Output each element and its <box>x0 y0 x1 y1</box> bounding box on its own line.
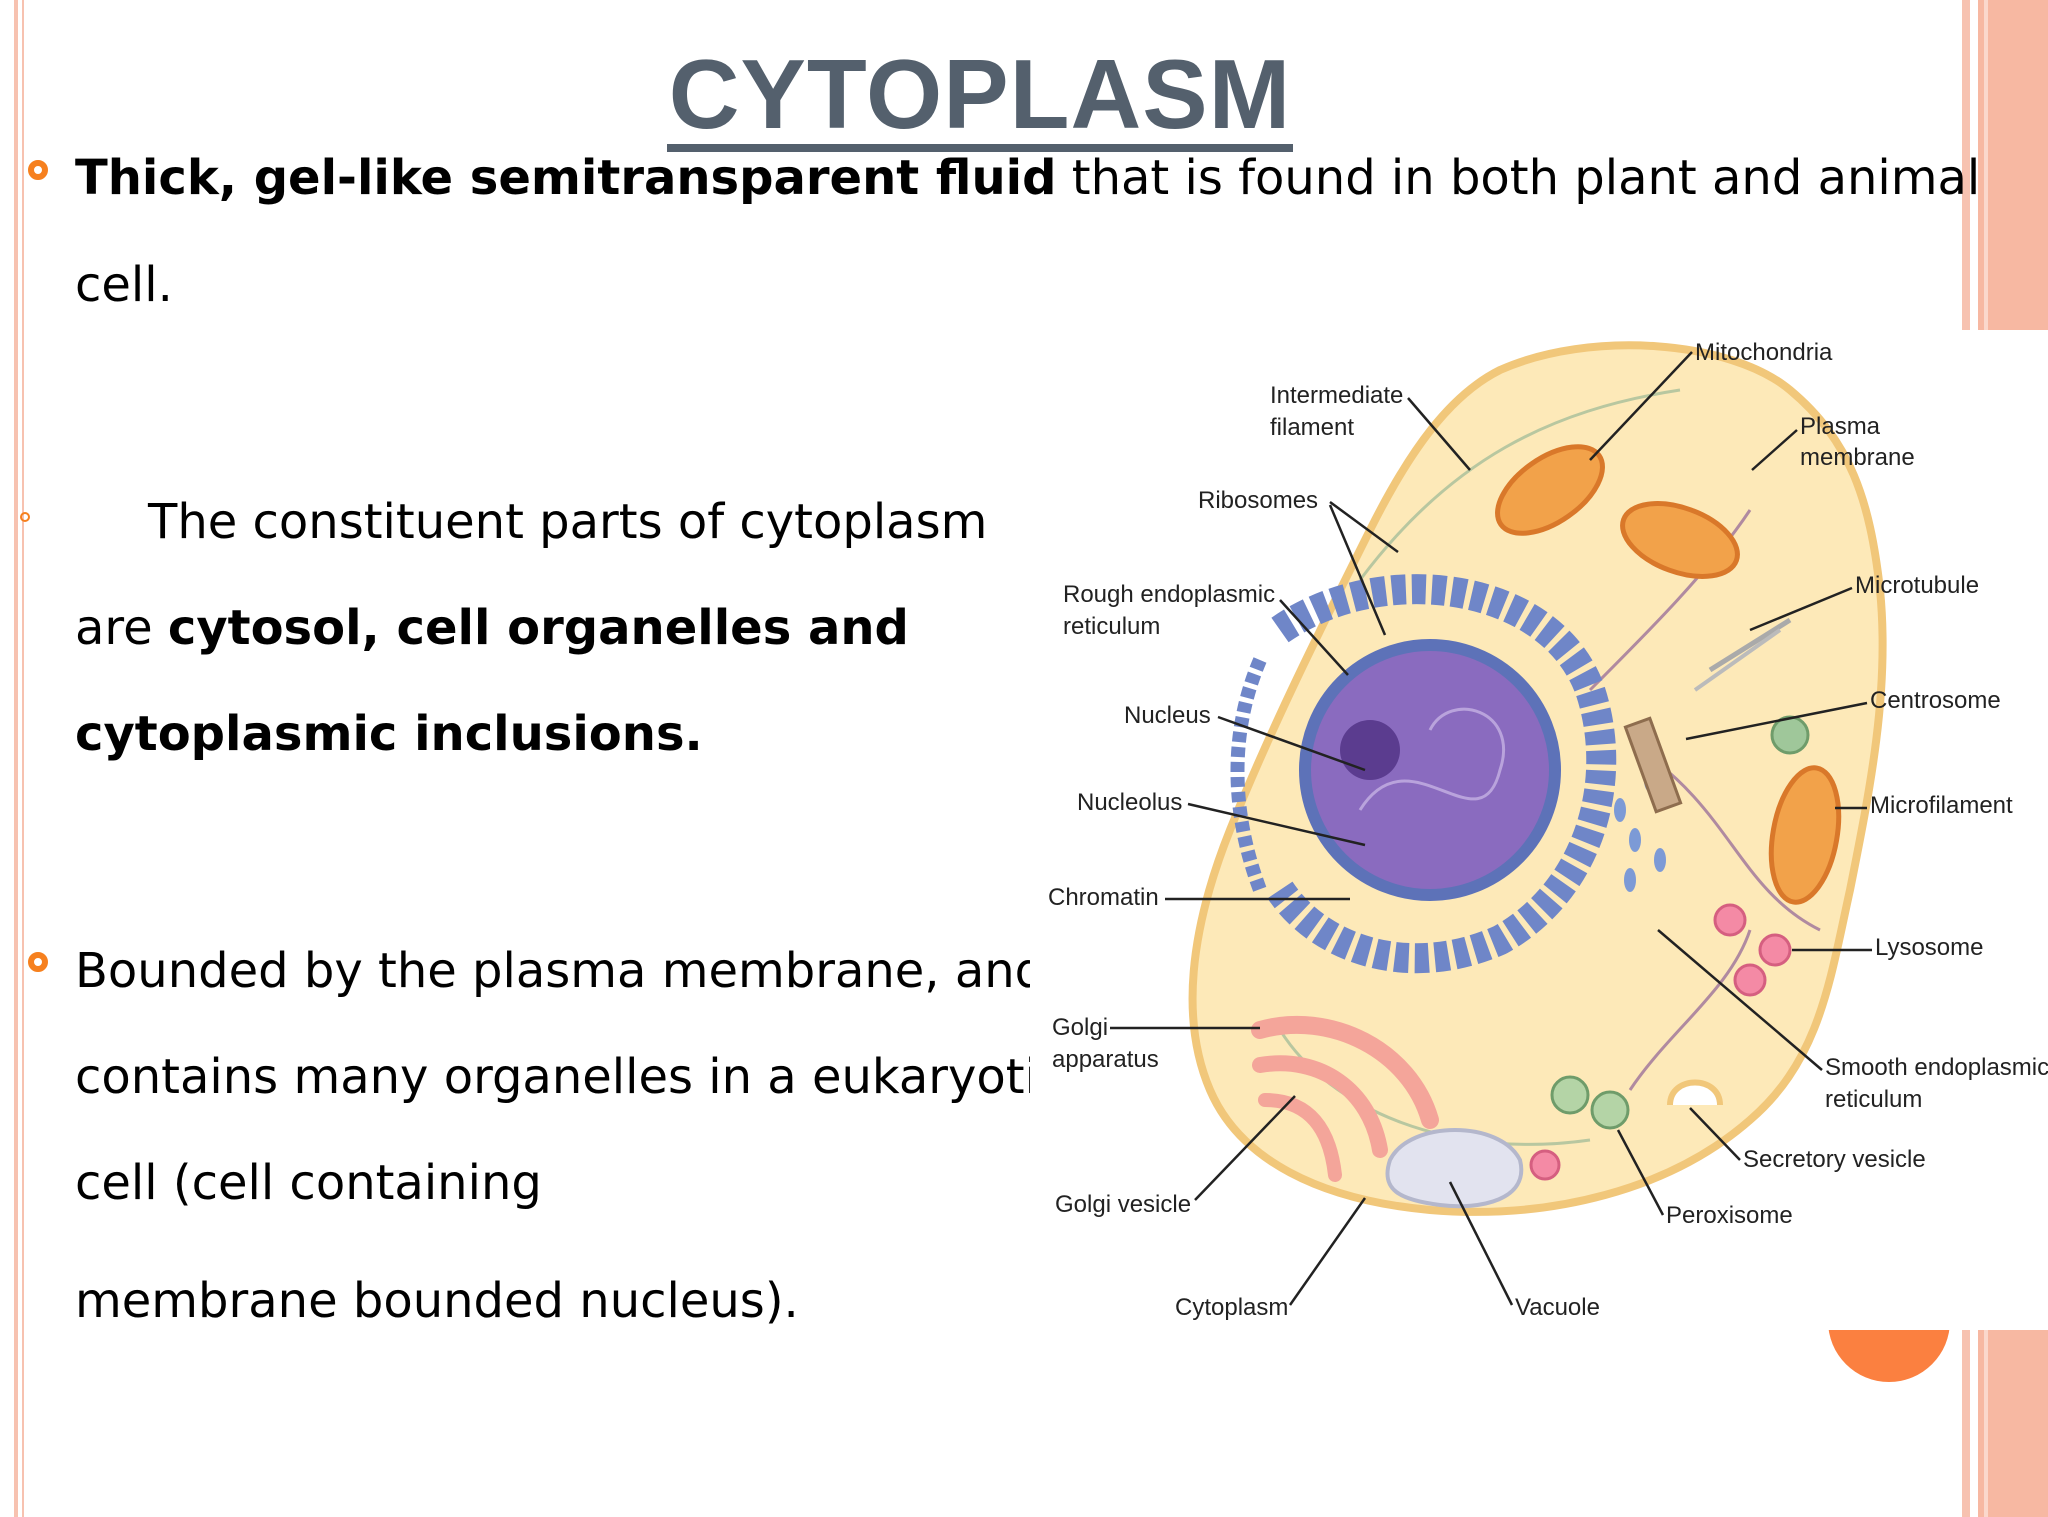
label-microfilament: Microfilament <box>1870 792 2013 819</box>
microtubule-line <box>1708 617 1792 673</box>
leader-line-centrosome <box>1685 701 1868 741</box>
centrosome-vesicle-shape <box>1770 715 1810 755</box>
bullet-1-line-1: Thick, gel-like semitransparent fluid th… <box>75 150 1980 206</box>
peroxisome-shape <box>1590 1090 1630 1130</box>
mitochondrion-shape <box>1495 444 1605 536</box>
label-plasma-membrane-2: membrane <box>1800 444 1915 471</box>
leader-line-nucleolus <box>1187 802 1366 847</box>
bullet-1-bold: Thick, gel-like semitransparent fluid <box>75 150 1057 206</box>
bullet-2-line-2: are cytosol, cell organelles and <box>75 600 909 656</box>
animal-cell-diagram: Mitochondria Intermediate filament Plasm… <box>1030 330 2048 1330</box>
lysosome-shape <box>1733 963 1767 997</box>
label-plasma-membrane-1: Plasma <box>1800 413 1881 440</box>
centrosome-shape <box>1623 716 1683 814</box>
lysosome-shape <box>1758 933 1792 967</box>
golgi-apparatus-shape <box>1258 1093 1342 1182</box>
bullet-3-line-2: contains many organelles in a eukaryotic <box>75 1049 1065 1105</box>
leader-line-golgi-vesicle <box>1194 1095 1296 1201</box>
leader-line-cytoplasm <box>1288 1197 1367 1306</box>
label-intermediate-filament-1: Intermediate <box>1270 382 1403 409</box>
pink-vesicle-shape <box>1529 1149 1561 1181</box>
label-mitochondria: Mitochondria <box>1695 339 1833 366</box>
vacuole-shape <box>1385 1128 1524 1209</box>
filament-line <box>1358 388 1681 581</box>
slide-title: CYTOPLASM <box>0 38 1960 152</box>
microfilament-line <box>1588 509 1752 692</box>
left-border-line <box>14 0 18 1517</box>
label-nucleus: Nucleus <box>1124 702 1211 729</box>
label-microtubule: Microtubule <box>1855 572 1979 599</box>
label-golgi-2: apparatus <box>1052 1046 1159 1073</box>
nucleolus-shape <box>1340 720 1400 780</box>
label-centrosome: Centrosome <box>1870 687 2001 714</box>
microtubule-line <box>1693 628 1782 692</box>
nucleus-shape <box>1299 639 1561 901</box>
bullet-marker <box>28 160 48 180</box>
bullet-2-bold-2: cytoplasmic inclusions. <box>75 706 703 762</box>
bullet-2-bold-1: cytosol, cell organelles and <box>167 600 909 656</box>
bullet-3-line-1: Bounded by the plasma membrane, and <box>75 943 1046 999</box>
label-secretory-vesicle: Secretory vesicle <box>1743 1146 1926 1173</box>
mitochondrion-shape <box>1620 501 1740 579</box>
leader-line-ribosomes-1 <box>1329 500 1399 554</box>
chromatin-shape <box>1358 707 1505 811</box>
bullet-2-line-3: cytoplasmic inclusions. <box>75 706 703 762</box>
label-golgi-vesicle: Golgi vesicle <box>1055 1191 1191 1218</box>
label-peroxisome: Peroxisome <box>1666 1202 1793 1229</box>
rough-er-shape <box>1267 574 1617 974</box>
label-cytoplasm: Cytoplasm <box>1175 1294 1288 1321</box>
bullet-3-line-3: cell (cell containing <box>75 1155 542 1211</box>
label-intermediate-filament-2: filament <box>1270 414 1354 441</box>
leader-line-nucleus <box>1217 715 1366 772</box>
leader-line-peroxisome <box>1616 1129 1665 1216</box>
label-ribosomes: Ribosomes <box>1198 487 1318 514</box>
leader-line-ribosomes-2 <box>1328 504 1387 636</box>
leader-line-vacuole <box>1448 1181 1514 1306</box>
bullet-1-rest: that is found in both plant and animal <box>1056 150 1981 206</box>
secretory-vesicle-shape <box>1667 1079 1723 1106</box>
label-smooth-er-1: Smooth endoplasmic <box>1825 1054 2048 1081</box>
bullet-2-prefix: are <box>75 600 168 656</box>
bullet-marker <box>28 952 48 972</box>
leader-line-plasma-membrane <box>1751 429 1798 471</box>
peroxisome-shape <box>1550 1075 1590 1115</box>
leader-line-mitochondria <box>1589 351 1693 461</box>
bullet-2-line-1: The constituent parts of cytoplasm <box>148 494 988 550</box>
leader-line-microtubule <box>1749 586 1853 632</box>
bullet-1-line-2: cell. <box>75 257 173 313</box>
rough-er-shape <box>1230 657 1267 893</box>
left-border-line-thin <box>22 0 24 1517</box>
label-rough-er-1: Rough endoplasmic <box>1063 581 1275 608</box>
label-vacuole: Vacuole <box>1515 1294 1600 1321</box>
label-lysosome: Lysosome <box>1875 934 1984 961</box>
label-rough-er-2: reticulum <box>1063 613 1160 640</box>
label-smooth-er-2: reticulum <box>1825 1086 1922 1113</box>
label-chromatin: Chromatin <box>1048 884 1159 911</box>
bullet-marker-small <box>20 512 30 522</box>
slide-title-text: CYTOPLASM <box>666 44 1294 152</box>
leader-line-secretory-vesicle <box>1689 1107 1741 1161</box>
leader-line-intermediate-filament <box>1407 397 1471 471</box>
golgi-apparatus-shape <box>1252 1055 1388 1158</box>
leader-line-smooth-er <box>1657 929 1823 1071</box>
lysosome-shape <box>1713 903 1747 937</box>
mitochondrion-shape <box>1768 765 1842 905</box>
animal-cell-svg: Mitochondria Intermediate filament Plasm… <box>1048 339 2048 1321</box>
golgi-apparatus-shape <box>1251 1015 1439 1129</box>
microfilament-line <box>1628 929 1752 1091</box>
label-golgi-1: Golgi <box>1052 1014 1108 1041</box>
label-nucleolus: Nucleolus <box>1077 789 1182 816</box>
bullet-3-line-4: membrane bounded nucleus). <box>75 1273 799 1329</box>
leader-line-rough-er <box>1279 599 1349 676</box>
